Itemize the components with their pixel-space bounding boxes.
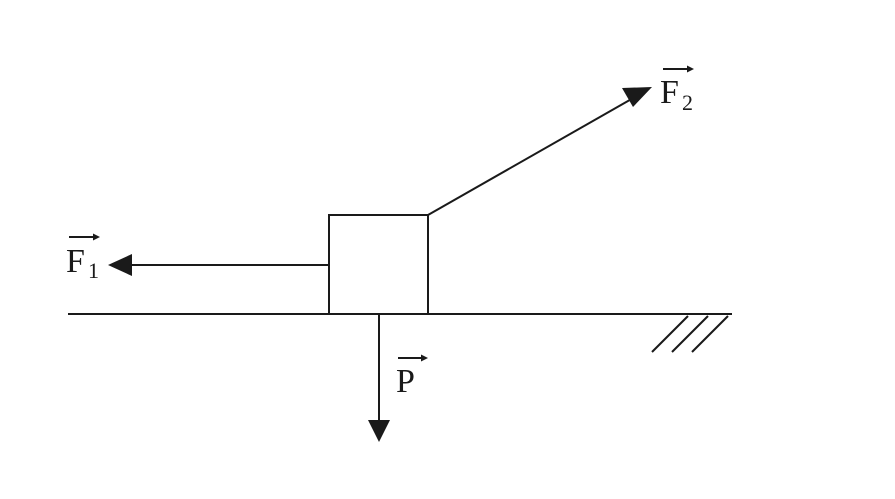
vector-arrow-icon <box>69 233 100 241</box>
hatch-line <box>691 315 729 353</box>
hatch-line <box>651 315 689 353</box>
block <box>328 214 429 315</box>
f2-subscript: 2 <box>682 90 693 115</box>
f2-arrow-head <box>622 87 652 107</box>
force-arrow-f1 <box>108 254 329 276</box>
label-f2: F 2 <box>660 65 694 115</box>
force-arrow-f2 <box>427 87 652 216</box>
f1-symbol: F <box>66 243 85 280</box>
f1-arrow-head <box>108 254 132 276</box>
ground-hatching <box>651 315 729 353</box>
f2-symbol: F <box>660 74 679 111</box>
vector-arrow-icon <box>398 354 428 362</box>
vector-arrow-icon <box>663 65 694 73</box>
p-arrow-head <box>368 420 390 442</box>
force-arrow-p <box>368 314 390 442</box>
f2-arrow-shaft <box>427 96 636 216</box>
hatch-line <box>671 315 709 353</box>
label-p: P <box>396 354 428 400</box>
label-f1: F 1 <box>66 233 100 283</box>
f1-subscript: 1 <box>88 258 99 283</box>
p-symbol: P <box>396 363 415 400</box>
